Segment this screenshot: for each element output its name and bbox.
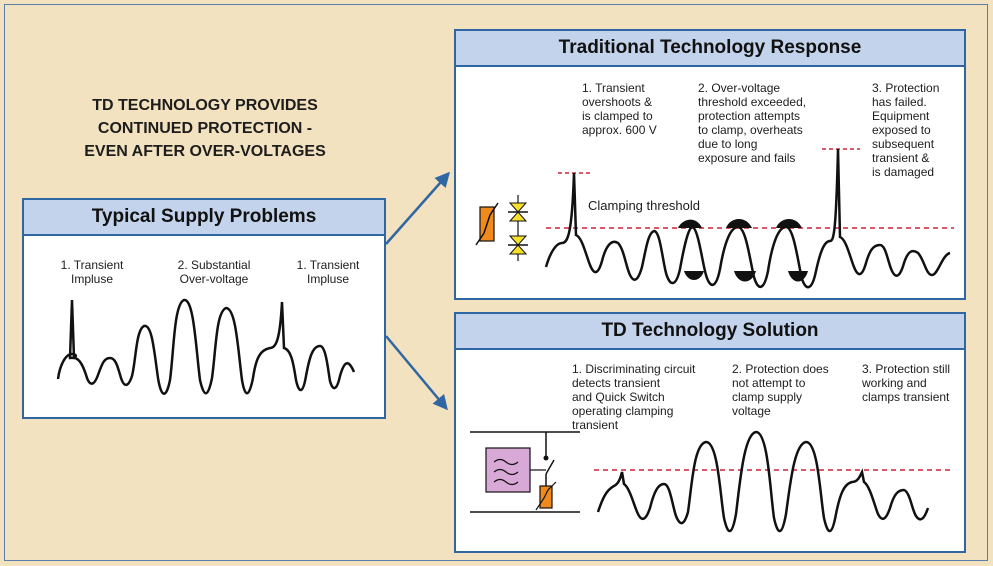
arrow-to-td-solution (385, 335, 448, 411)
traditional-note-2: 2. Over-voltage threshold exceeded, prot… (698, 81, 807, 165)
supply-note-1: 1. Transient Impluse (60, 258, 124, 286)
supply-problems-panel: Typical Supply Problems 1. Transient Imp… (22, 198, 386, 419)
traditional-graphics (475, 148, 954, 289)
headline-line-2: CONTINUED PROTECTION - (97, 120, 313, 137)
diagram-frame (4, 4, 988, 561)
td-note-2: 2. Protection does not attempt to clamp … (732, 362, 829, 418)
headline: TD TECHNOLOGY PROVIDES CONTINUED PROTECT… (40, 94, 370, 163)
quick-switch-circuit (470, 431, 580, 513)
supply-note-2: 2. Substantial Over-voltage (177, 258, 251, 286)
headline-line-1: TD TECHNOLOGY PROVIDES (92, 97, 318, 114)
switch-icon (545, 459, 555, 475)
traditional-note-3: 3. Protection has failed. Equipment expo… (872, 81, 940, 179)
td-solution-panel: TD Technology Solution 1. Discriminating… (454, 312, 966, 553)
supply-note-3: 1. Transient Impluse (296, 258, 360, 286)
arrow-to-traditional (385, 171, 450, 245)
headline-line-3: EVEN AFTER OVER-VOLTAGES (84, 143, 326, 160)
td-graphics (470, 430, 954, 533)
varistor-icon (539, 485, 553, 509)
traditional-response-panel: Traditional Technology Response 1. Trans… (454, 29, 966, 300)
supply-waveform (56, 298, 356, 395)
filter-icon (485, 447, 531, 493)
clamping-threshold-label: Clamping threshold (588, 198, 701, 213)
supply-problems-title: Typical Supply Problems (24, 200, 384, 236)
td-note-1: 1. Discriminating circuit detects transi… (572, 362, 696, 432)
clipped-peaks (678, 218, 808, 282)
td-note-3: 3. Protection still working and clamps t… (862, 362, 951, 404)
traditional-note-1: 1. Transient overshoots & is clamped to … (582, 81, 657, 137)
td-solution-title: TD Technology Solution (456, 314, 964, 350)
supply-waveform-line (56, 298, 356, 395)
traditional-waveform (544, 148, 951, 289)
traditional-response-title: Traditional Technology Response (456, 31, 964, 67)
td-waveform (596, 430, 930, 533)
varistor-diode-symbol (475, 195, 528, 261)
